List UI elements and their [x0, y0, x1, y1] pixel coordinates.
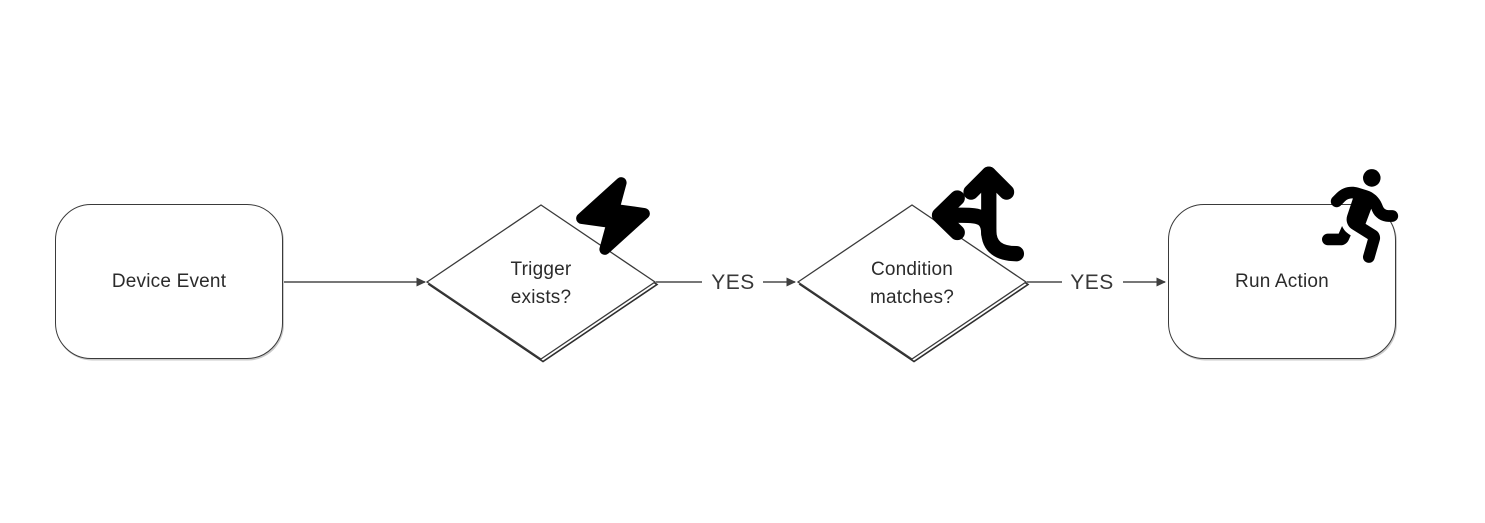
running-person-icon — [1322, 169, 1399, 263]
split-directions-icon — [931, 166, 1025, 262]
node-condition-matches-label: Condition matches? — [870, 256, 954, 312]
decision-diamond-condition-matches — [796, 204, 1030, 363]
condition-label-line2: matches? — [870, 287, 954, 308]
lightning-bolt-icon — [576, 177, 650, 255]
decision-diamond-trigger-exists — [425, 204, 659, 363]
trigger-label-line2: exists? — [510, 287, 572, 308]
node-device-event-label: Device Event — [111, 270, 227, 292]
trigger-label-line1: Trigger — [510, 259, 572, 280]
node-trigger-exists-label: Trigger exists? — [511, 256, 572, 312]
edge-label-yes-2: YES — [1070, 271, 1114, 294]
condition-label-line1: Condition — [870, 259, 954, 280]
edge-label-yes-1: YES — [711, 271, 755, 294]
node-run-action-label: Run Action — [1235, 270, 1329, 292]
node-device-event: Device Event — [55, 204, 283, 359]
